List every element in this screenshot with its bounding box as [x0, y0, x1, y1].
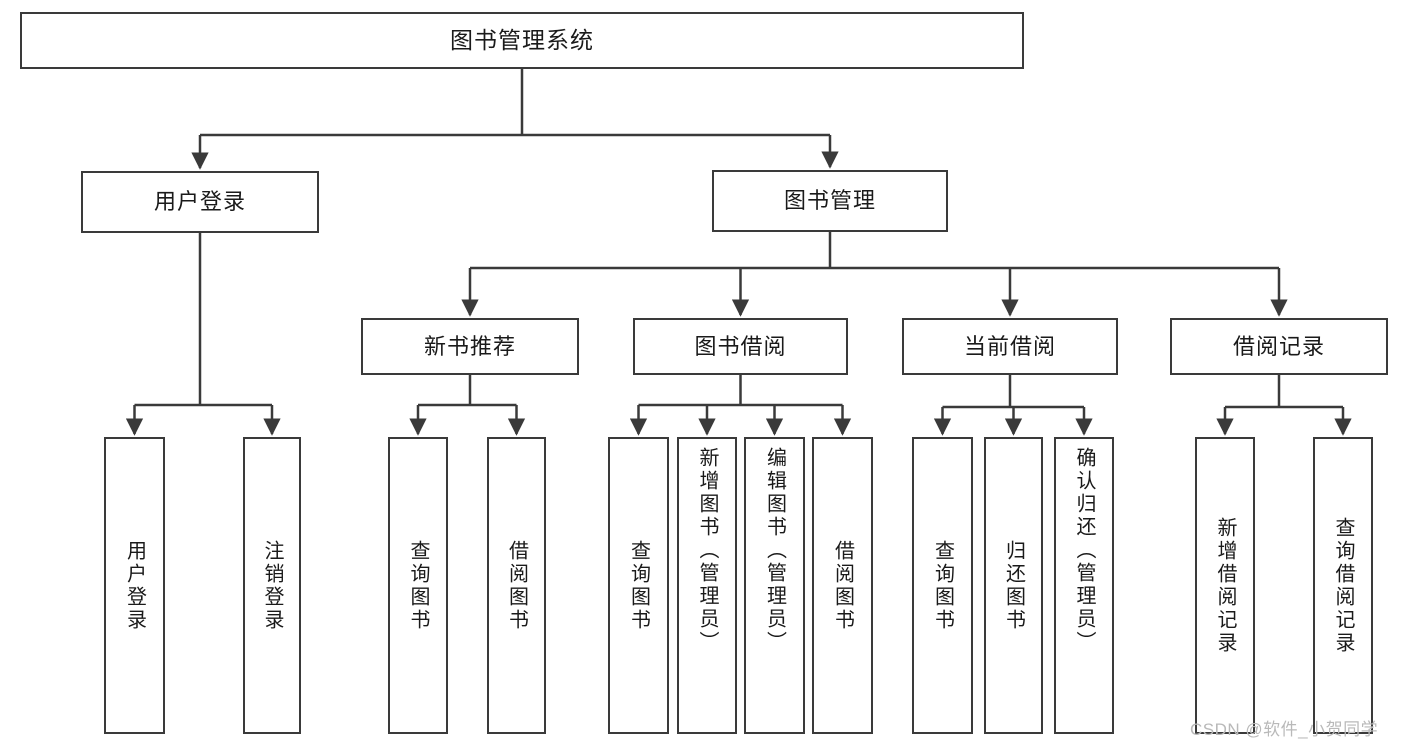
- leaf-label: 确认归还（管理员）: [1073, 447, 1095, 654]
- node-borrow-record[interactable]: 借阅记录: [1170, 318, 1388, 375]
- leaf-borrow-borrow-book[interactable]: 借阅图书: [812, 437, 873, 734]
- node-root[interactable]: 图书管理系统: [20, 12, 1024, 69]
- leaf-label: 查询图书: [627, 539, 650, 632]
- node-current-borrow[interactable]: 当前借阅: [902, 318, 1118, 375]
- leaf-label: 查询图书: [407, 539, 429, 632]
- leaf-record-add-borrow-record[interactable]: 新增借阅记录: [1195, 437, 1255, 734]
- csdn-watermark: CSDN @软件_小贺同学: [1190, 720, 1379, 739]
- leaf-label: 新增图书（管理员）: [696, 447, 718, 654]
- leaf-current-return-book[interactable]: 归还图书: [984, 437, 1043, 734]
- leaf-label: 借阅图书: [831, 539, 854, 632]
- leaf-label: 查询借阅记录: [1332, 516, 1354, 655]
- node-new-book-recommend[interactable]: 新书推荐: [361, 318, 579, 375]
- node-user-login[interactable]: 用户登录: [81, 171, 319, 233]
- leaf-recommend-query-book[interactable]: 查询图书: [388, 437, 448, 734]
- leaf-label: 编辑图书（管理员）: [763, 447, 786, 654]
- leaf-label: 新增借阅记录: [1214, 516, 1236, 655]
- leaf-current-confirm-return-admin[interactable]: 确认归还（管理员）: [1054, 437, 1114, 734]
- leaf-user-login[interactable]: 用户登录: [104, 437, 165, 734]
- leaf-label: 用户登录: [123, 539, 146, 632]
- leaf-label: 借阅图书: [505, 539, 528, 632]
- leaf-borrow-query-book[interactable]: 查询图书: [608, 437, 669, 734]
- leaf-label: 归还图书: [1002, 539, 1025, 632]
- leaf-borrow-add-book-admin[interactable]: 新增图书（管理员）: [677, 437, 737, 734]
- leaf-label: 注销登录: [261, 539, 283, 632]
- node-book-borrow[interactable]: 图书借阅: [633, 318, 848, 375]
- leaf-current-query-book[interactable]: 查询图书: [912, 437, 973, 734]
- leaf-recommend-borrow-book[interactable]: 借阅图书: [487, 437, 546, 734]
- leaf-borrow-edit-book-admin[interactable]: 编辑图书（管理员）: [744, 437, 805, 734]
- leaf-user-logout[interactable]: 注销登录: [243, 437, 301, 734]
- leaf-record-query-borrow-record[interactable]: 查询借阅记录: [1313, 437, 1373, 734]
- leaf-label: 查询图书: [931, 539, 954, 632]
- node-book-manage[interactable]: 图书管理: [712, 170, 948, 232]
